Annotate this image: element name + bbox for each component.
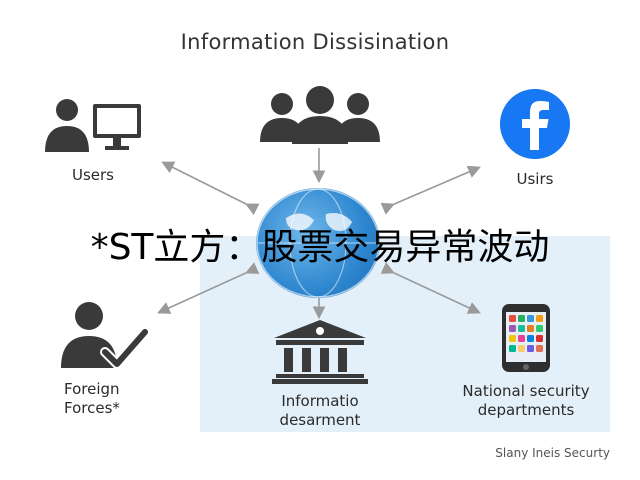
node-group bbox=[258, 86, 382, 148]
node-department-label-1: Informatio bbox=[281, 392, 359, 410]
arrow-foreign bbox=[157, 262, 260, 314]
user-computer-icon bbox=[45, 99, 141, 152]
footer-caption: Slany Ineis Securty bbox=[495, 446, 610, 460]
node-users-label: Users bbox=[71, 166, 114, 184]
node-department: Informatio desarment bbox=[262, 318, 378, 430]
globe-icon bbox=[256, 188, 380, 298]
node-security: National security departments bbox=[446, 302, 606, 420]
node-department-label-2: desarment bbox=[279, 411, 361, 429]
node-foreign-label-1: Foreign bbox=[64, 380, 120, 398]
node-foreign: Foreign Forces* bbox=[46, 300, 156, 418]
institution-icon bbox=[272, 320, 368, 384]
overlay-headline: *ST立方：股票交易异常波动 bbox=[90, 227, 550, 268]
node-facebook: Usirs bbox=[480, 88, 590, 189]
node-security-label-2: departments bbox=[477, 401, 575, 419]
person-check-icon bbox=[61, 302, 150, 369]
arrow-facebook bbox=[380, 165, 481, 215]
group-icon bbox=[260, 86, 380, 144]
diagram-title: Information Dissisination bbox=[180, 30, 450, 54]
node-facebook-label: Usirs bbox=[516, 170, 554, 188]
node-security-label-1: National security bbox=[462, 382, 590, 400]
arrow-security bbox=[380, 262, 481, 314]
arrow-users bbox=[161, 161, 260, 216]
node-users: Users bbox=[38, 96, 148, 185]
smartphone-icon bbox=[502, 304, 550, 372]
facebook-icon bbox=[500, 89, 570, 159]
node-foreign-label-2: Forces* bbox=[64, 399, 120, 417]
